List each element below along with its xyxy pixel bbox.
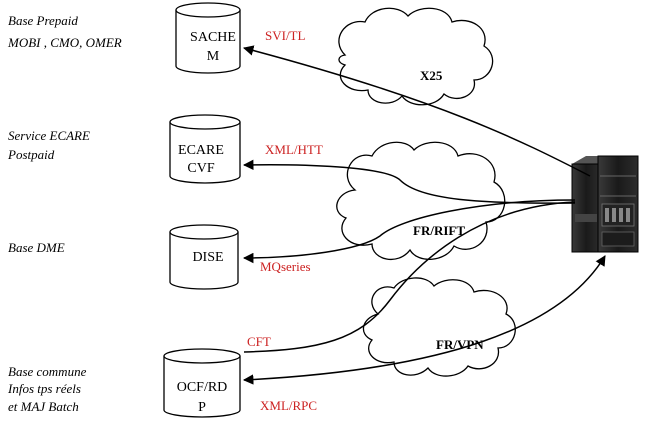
svg-text:et MAJ Batch: et MAJ Batch — [8, 399, 79, 414]
protocol-mqseries: MQseries — [260, 259, 311, 274]
svg-text:SACHE: SACHE — [190, 30, 236, 45]
protocol-svi: SVI/TL — [265, 28, 306, 43]
svg-text:MOBI , CMO, OMER: MOBI , CMO, OMER — [7, 35, 122, 50]
link-ocf-xmlrpc — [242, 255, 606, 385]
network-x25: X25 — [420, 68, 443, 83]
database-ecare: ECARE CVF — [169, 114, 241, 184]
label-service-ecare: Service ECARE Postpaid — [7, 128, 90, 162]
cloud-fr-vpn — [362, 277, 516, 377]
svg-text:M: M — [207, 49, 220, 64]
network-fr-rift: FR/RIFT — [413, 223, 465, 238]
svg-text:P: P — [198, 400, 206, 415]
svg-text:ECARE: ECARE — [178, 143, 224, 158]
database-ocf: OCF/RD P — [163, 348, 241, 418]
svg-text:Postpaid: Postpaid — [7, 147, 55, 162]
protocol-xml-rpc: XML/RPC — [260, 398, 317, 413]
svg-text:Infos tps réels: Infos tps réels — [7, 381, 81, 396]
svg-text:Base DME: Base DME — [8, 240, 65, 255]
database-sachem: SACHE M — [175, 2, 241, 74]
svg-text:Service ECARE: Service ECARE — [8, 128, 90, 143]
server-tower-icon — [571, 155, 639, 253]
label-base-prepaid: Base Prepaid MOBI , CMO, OMER — [7, 13, 122, 50]
label-base-dme: Base DME — [8, 240, 65, 255]
network-fr-vpn: FR/VPN — [436, 337, 484, 352]
link-sachem-x25 — [242, 45, 591, 177]
label-base-commune: Base commune Infos tps réels et MAJ Batc… — [7, 364, 87, 414]
connection-lines — [242, 45, 606, 385]
protocol-xml-htt: XML/HTT — [265, 142, 323, 157]
svg-text:CVF: CVF — [187, 161, 214, 176]
svg-text:DISE: DISE — [192, 250, 223, 265]
cloud-x25 — [338, 7, 494, 106]
database-dise: DISE — [169, 224, 239, 290]
svg-text:Base Prepaid: Base Prepaid — [8, 13, 78, 28]
protocol-cft: CFT — [247, 334, 271, 349]
link-ecare-xml — [242, 159, 576, 204]
svg-text:Base commune: Base commune — [8, 364, 87, 379]
svg-text:OCF/RD: OCF/RD — [177, 380, 228, 395]
